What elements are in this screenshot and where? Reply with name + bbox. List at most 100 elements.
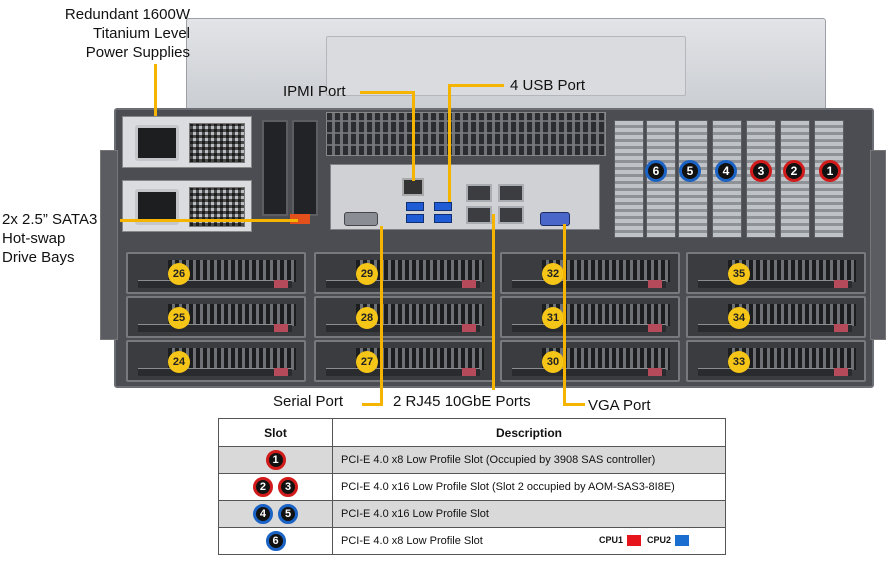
drive-number: 24 bbox=[168, 351, 190, 373]
drive-bay: 28 bbox=[314, 296, 494, 338]
usb-label: 4 USB Port bbox=[510, 77, 586, 94]
drive-number: 34 bbox=[728, 307, 750, 329]
slot-2-marker: 2 bbox=[252, 477, 273, 497]
drive-grill bbox=[542, 348, 670, 370]
usb-port-connector bbox=[406, 214, 424, 223]
drive-latch bbox=[462, 324, 476, 332]
serial-label: Serial Port bbox=[273, 393, 344, 410]
drive-number: 31 bbox=[542, 307, 564, 329]
drive-handle bbox=[138, 368, 292, 376]
sata-leader-line bbox=[120, 219, 298, 222]
serial-port-connector bbox=[344, 212, 378, 226]
drive-latch bbox=[462, 280, 476, 288]
slot-3-marker: 3 bbox=[278, 477, 299, 497]
psu-label-line: Titanium Level bbox=[93, 25, 190, 42]
rj45-label: 2 RJ45 10GbE Ports bbox=[393, 393, 531, 410]
sata-label-line: Hot-swap bbox=[2, 230, 66, 247]
psu-label: Redundant 1600W Titanium Level Power Sup… bbox=[40, 5, 190, 62]
rj45-port-connector bbox=[466, 184, 492, 202]
drive-handle bbox=[326, 368, 480, 376]
table-row: 2 3 PCI-E 4.0 x16 Low Profile Slot (Slot… bbox=[218, 473, 726, 501]
drive-grill bbox=[356, 304, 484, 326]
serial-leader-line bbox=[380, 226, 383, 406]
drive-bay: 26 bbox=[126, 252, 306, 294]
drive-handle bbox=[326, 280, 480, 288]
drive-grill bbox=[356, 348, 484, 370]
description-cell: PCI-E 4.0 x16 Low Profile Slot bbox=[332, 500, 726, 528]
pcie-bracket bbox=[712, 120, 742, 238]
drive-grill bbox=[542, 260, 670, 282]
usb-leader-line bbox=[448, 84, 504, 87]
pcie-bracket bbox=[614, 120, 644, 238]
drive-latch bbox=[834, 280, 848, 288]
cpu2-swatch bbox=[675, 535, 689, 547]
drive-handle bbox=[698, 368, 852, 376]
drive-handle bbox=[512, 324, 666, 332]
power-supply-1 bbox=[122, 116, 252, 168]
sata-label-line: 2x 2.5” SATA3 bbox=[2, 211, 98, 228]
cpu1-label: CPU1 bbox=[598, 535, 623, 545]
drive-number: 35 bbox=[728, 263, 750, 285]
slot-1-marker: 1 bbox=[265, 450, 286, 470]
description-cell: PCI-E 4.0 x16 Low Profile Slot (Slot 2 o… bbox=[332, 473, 726, 501]
drive-number: 27 bbox=[356, 351, 378, 373]
drive-number: 25 bbox=[168, 307, 190, 329]
rj45-port-connector bbox=[466, 206, 492, 224]
drive-latch bbox=[834, 324, 848, 332]
rj45-leader-line bbox=[492, 214, 495, 390]
sata-label-line: Drive Bays bbox=[2, 249, 75, 266]
drive-handle bbox=[512, 280, 666, 288]
pcie-slot-1-marker: 1 bbox=[819, 160, 841, 182]
vga-port-connector bbox=[540, 212, 570, 226]
rj45-port-connector bbox=[498, 184, 524, 202]
drive-number: 29 bbox=[356, 263, 378, 285]
drive-handle bbox=[138, 280, 292, 288]
drive-handle bbox=[138, 324, 292, 332]
drive-bay: 24 bbox=[126, 340, 306, 382]
usb-leader-line bbox=[448, 84, 451, 202]
sata-bay-release-tab bbox=[290, 214, 310, 224]
ipmi-leader-line bbox=[360, 91, 414, 94]
drive-bay: 27 bbox=[314, 340, 494, 382]
power-socket-icon bbox=[135, 125, 179, 161]
rj45-port-connector bbox=[498, 206, 524, 224]
pcie-slot-6-marker: 6 bbox=[645, 160, 667, 182]
drive-bay: 29 bbox=[314, 252, 494, 294]
usb-port-connector bbox=[434, 202, 452, 211]
drive-number: 32 bbox=[542, 263, 564, 285]
drive-grill bbox=[168, 348, 296, 370]
pcie-slot-4-marker: 4 bbox=[715, 160, 737, 182]
slot-5-marker: 5 bbox=[278, 504, 299, 524]
sata-label: 2x 2.5” SATA3 Hot-swap Drive Bays bbox=[2, 210, 97, 267]
sata-bay-2 bbox=[292, 120, 318, 216]
drive-grill bbox=[356, 260, 484, 282]
drive-bay: 32 bbox=[500, 252, 680, 294]
drive-handle bbox=[698, 280, 852, 288]
rear-vent-grill-overlay bbox=[326, 112, 606, 156]
ipmi-leader-line bbox=[412, 91, 415, 181]
drive-bay: 34 bbox=[686, 296, 866, 338]
drive-grill bbox=[728, 348, 856, 370]
slot-6-marker: 6 bbox=[265, 531, 286, 551]
pcie-slot-3-marker: 3 bbox=[750, 160, 772, 182]
slot-cell: 6 bbox=[218, 527, 333, 555]
slot-cell: 2 3 bbox=[218, 473, 333, 501]
slot-4-marker: 4 bbox=[252, 504, 273, 524]
drive-bay: 30 bbox=[500, 340, 680, 382]
ipmi-label: IPMI Port bbox=[283, 83, 346, 100]
drive-latch bbox=[274, 368, 288, 376]
psu-leader-line bbox=[154, 64, 157, 116]
slot-cell: 1 bbox=[218, 446, 333, 474]
vga-leader-line bbox=[563, 224, 566, 406]
drive-grill bbox=[168, 304, 296, 326]
sata-bay-1 bbox=[262, 120, 288, 216]
drive-latch bbox=[648, 280, 662, 288]
description-cell: PCI-E 4.0 x8 Low Profile Slot (Occupied … bbox=[332, 446, 726, 474]
drive-bay: 31 bbox=[500, 296, 680, 338]
drive-latch bbox=[274, 280, 288, 288]
usb-port-connector bbox=[434, 214, 452, 223]
vga-label: VGA Port bbox=[588, 397, 651, 414]
psu-fan-grill bbox=[189, 123, 245, 163]
